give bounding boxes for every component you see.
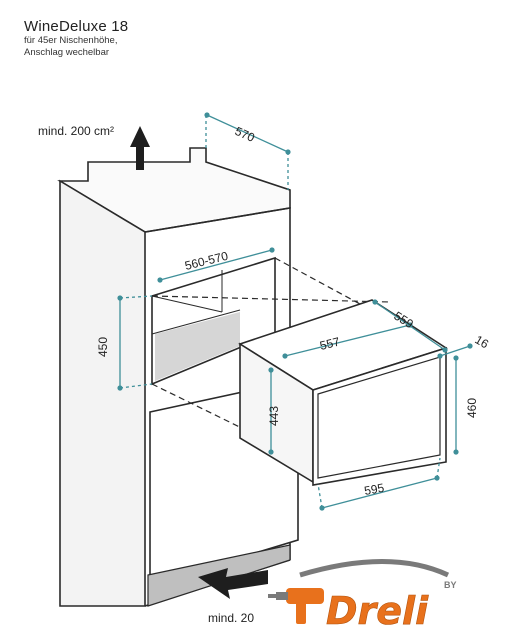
label-443: 443: [267, 406, 281, 426]
label-560-570: 560-570: [183, 249, 229, 273]
cabinet-side: [59, 179, 146, 607]
vent-arrow-up-icon: [130, 126, 150, 170]
cabinet: [57, 147, 299, 607]
vent-arrow-right-icon: [198, 568, 268, 599]
product-title: WineDeluxe 18: [24, 18, 129, 35]
vent-top-label: mind. 200 cm²: [38, 124, 114, 138]
appliance-door: [317, 356, 441, 479]
dreli-logo: Dreli BY: [268, 559, 457, 633]
vent-bottom-label: mind. 20: [208, 611, 254, 625]
label-557: 557: [318, 334, 341, 353]
drill-icon: [268, 588, 324, 624]
dim-line-16: [437, 343, 473, 359]
header: WineDeluxe 18 für 45er Nischenhöhe, Ansc…: [24, 18, 128, 59]
label-16: 16: [473, 332, 492, 351]
subtitle-line-2: Anschlag wechelbar: [24, 47, 110, 58]
label-460: 460: [465, 398, 479, 418]
dim-line-595: [319, 475, 440, 511]
label-595: 595: [363, 481, 385, 498]
subtitle-line-1: für 45er Nischenhöhe,: [24, 35, 118, 46]
logo-wordmark: Dreli: [326, 589, 429, 633]
label-450: 450: [96, 337, 110, 357]
logo-by: BY: [444, 580, 457, 590]
dim-line-560-570: [157, 247, 275, 283]
label-570: 570: [233, 124, 257, 145]
dim-line-570: [204, 112, 291, 155]
dim-line-557: [282, 322, 413, 359]
niche-back: [155, 312, 240, 381]
